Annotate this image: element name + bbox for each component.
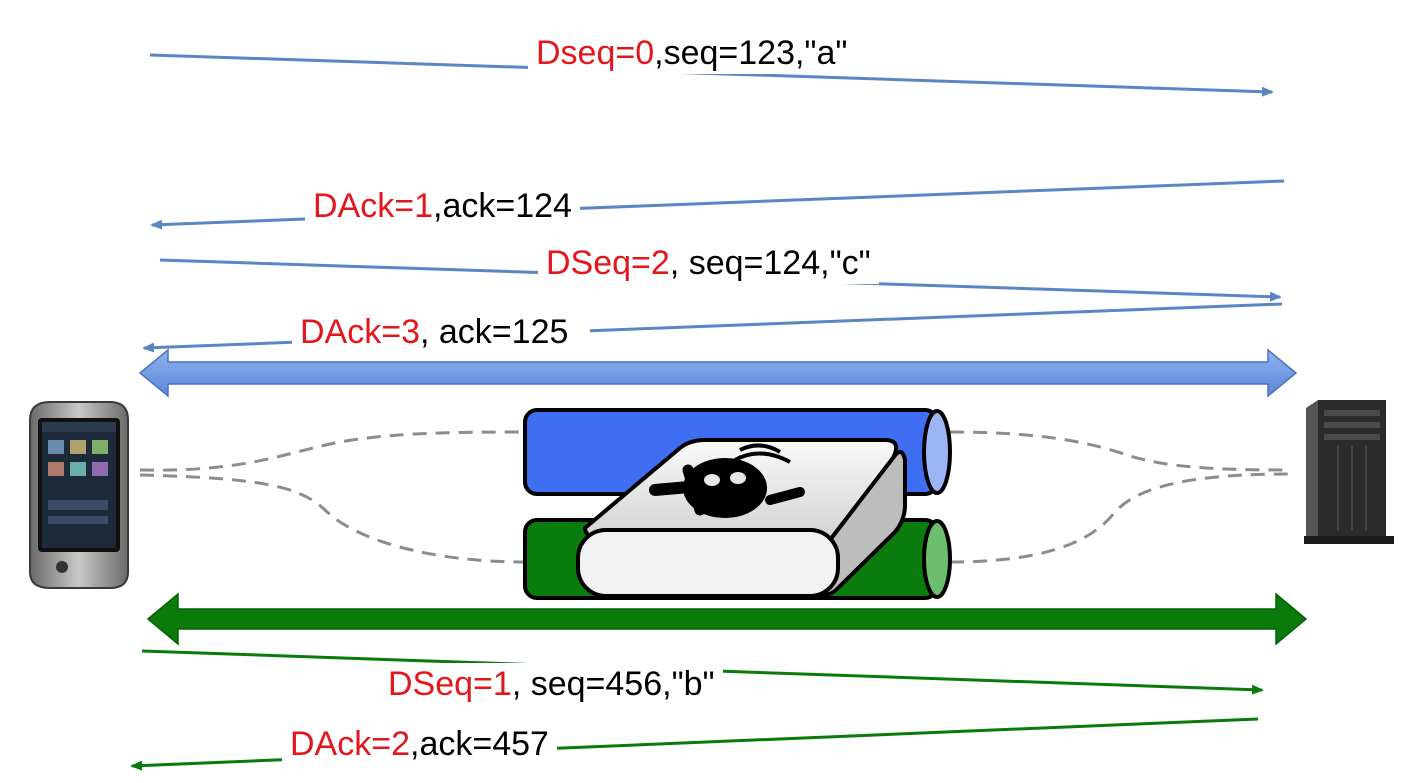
dashed-path-blue bbox=[139, 430, 1291, 472]
message-label-5: DSeq=1, seq=456,"b" bbox=[380, 663, 723, 705]
server-tower-icon bbox=[1304, 400, 1394, 544]
ack-value: ,ack=457 bbox=[410, 725, 549, 763]
dack-value: DAck=1 bbox=[313, 187, 433, 225]
ack-value: ,ack=124 bbox=[433, 187, 572, 225]
green-subflow-arrow bbox=[146, 592, 1308, 646]
seq-value: , seq=124,"c" bbox=[669, 244, 871, 282]
dseq-value: DSeq=1 bbox=[388, 665, 512, 703]
message-label-3: DSeq=2, seq=124,"c" bbox=[538, 242, 879, 284]
message-label-1: Dseq=0,seq=123,"a" bbox=[528, 32, 868, 74]
dseq-value: Dseq=0 bbox=[536, 34, 655, 72]
blue-subflow-arrow bbox=[138, 348, 1298, 398]
skull-crossbones-icon bbox=[649, 443, 805, 518]
message-label-4: DAck=3, ack=125 bbox=[292, 311, 591, 353]
seq-value: , seq=456,"b" bbox=[511, 665, 715, 703]
dashed-path-green bbox=[139, 472, 1291, 564]
dack-value: DAck=2 bbox=[290, 725, 410, 763]
seq-value: ,seq=123,"a" bbox=[654, 34, 848, 72]
middlebox bbox=[576, 438, 907, 598]
smartphone-icon bbox=[29, 401, 129, 589]
message-label-6: DAck=2,ack=457 bbox=[282, 723, 557, 765]
message-label-2: DAck=1,ack=124 bbox=[305, 185, 580, 227]
dack-value: DAck=3 bbox=[300, 313, 420, 351]
ack-value: , ack=125 bbox=[420, 313, 569, 351]
dseq-value: DSeq=2 bbox=[546, 244, 670, 282]
